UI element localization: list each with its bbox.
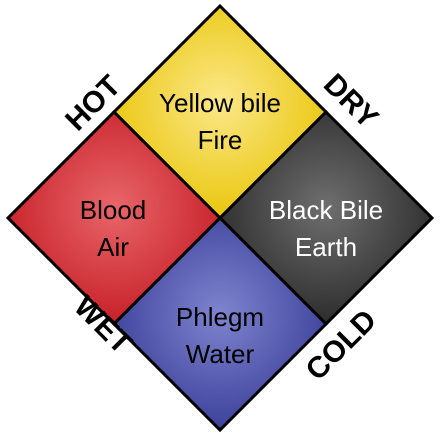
right-line1: Black Bile bbox=[269, 195, 383, 225]
bottom-line2: Water bbox=[186, 339, 255, 369]
top-line2: Fire bbox=[198, 125, 243, 155]
bottom-line1: Phlegm bbox=[176, 302, 264, 332]
left-line2: Air bbox=[97, 232, 129, 262]
quadrant-bottom-phlegm bbox=[111, 215, 329, 433]
right-line2: Earth bbox=[295, 232, 357, 262]
left-line1: Blood bbox=[80, 195, 147, 225]
top-line1: Yellow bile bbox=[159, 88, 281, 118]
